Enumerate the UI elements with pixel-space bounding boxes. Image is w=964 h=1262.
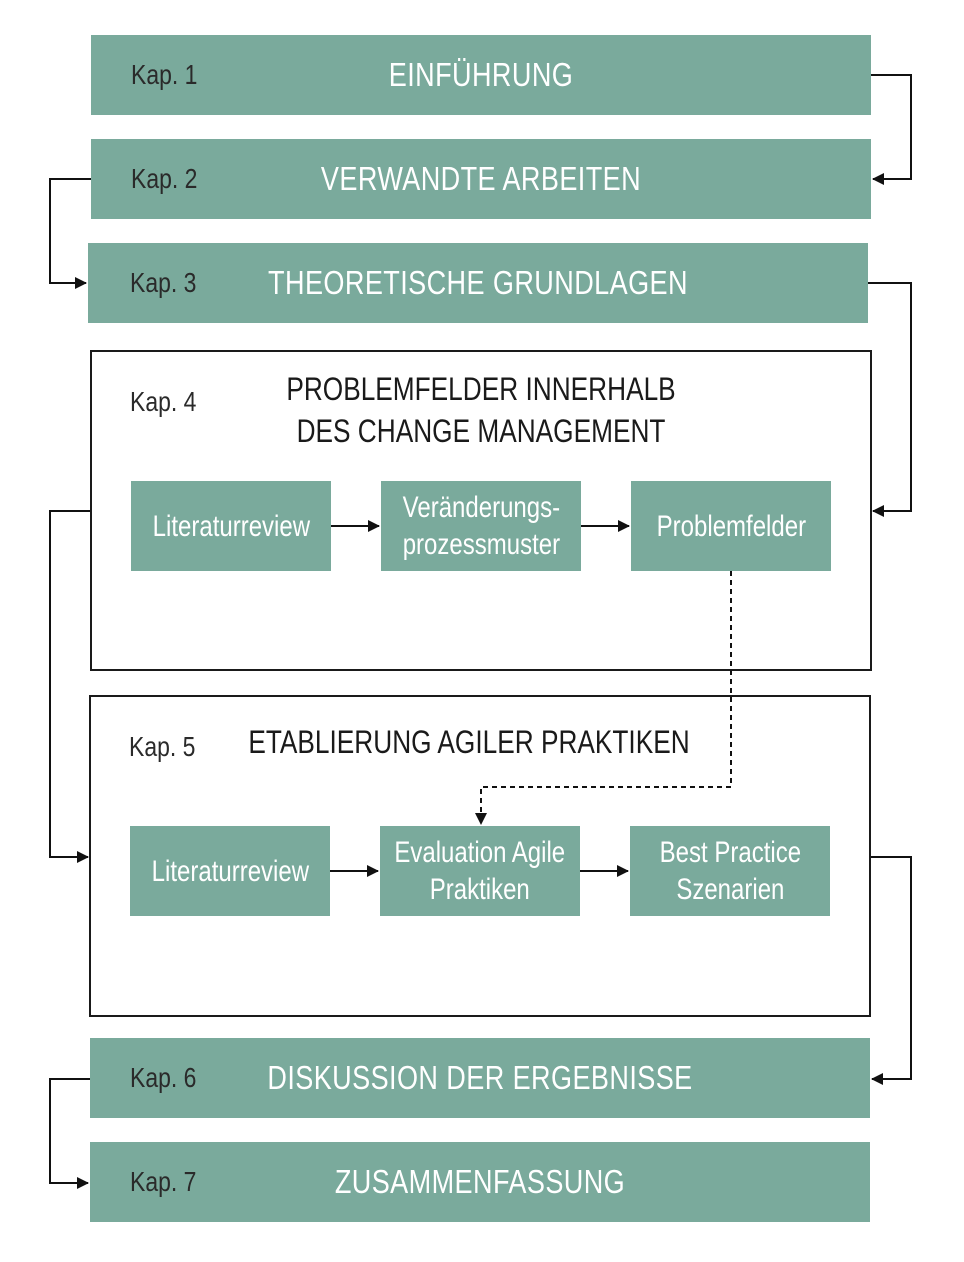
ch4-box-2-line2: prozessmuster [402,528,560,561]
chapter-2-title: VERWANDTE ARBEITEN [320,160,642,197]
arrow-ch5-ch6 [871,856,912,1085]
chapter-6-title: DISKUSSION DER ERGEBNISSE [267,1059,693,1096]
ch5-box-3-line1: Best Practice [659,836,801,869]
chapter-7-band: Kap. 7 ZUSAMMENFASSUNG [90,1142,870,1222]
arrow-ch6-ch7 [49,1078,90,1189]
ch4-box-veraenderungsprozessmuster: Veränderungs-prozessmuster [381,481,581,571]
ch5-box-3-line2: Szenarien [675,873,785,906]
ch4-box-problemfelder: Problemfelder [631,481,831,571]
chapter-1-label: Kap. 1 [131,59,198,90]
ch5-box-1-line1: Literaturreview [151,854,309,888]
chapter-7-label: Kap. 7 [130,1166,197,1197]
arrow-dashed-problemfelder-evaluation [475,571,732,825]
chapter-4-title-line1: PROBLEMFELDER INNERHALB [286,371,676,407]
ch5-box-2-line1: Evaluation Agile [394,836,566,869]
chapter-2-label: Kap. 2 [131,163,198,194]
chapter-3-title: THEORETISCHE GRUNDLAGEN [268,264,688,301]
chapter-1-title: EINFÜHRUNG [388,56,574,93]
ch5-box-literaturreview: Literaturreview [130,826,330,916]
ch4-box-3-line1: Problemfelder [656,509,806,543]
ch4-box-2-line1: Veränderungs- [402,491,560,524]
arrow-ch4-ch5 [49,510,90,863]
ch4-box-1-line1: Literaturreview [152,509,310,543]
arrow-ch2-ch3 [49,178,91,289]
chapter-4-label: Kap. 4 [130,386,197,417]
chapter-6-band: Kap. 6 DISKUSSION DER ERGEBNISSE [90,1038,870,1118]
chapter-5-title: ETABLIERUNG AGILER PRAKTIKEN [248,724,690,760]
chapter-4-title-line2: DES CHANGE MANAGEMENT [296,413,666,449]
chapter-3-band: Kap. 3 THEORETISCHE GRUNDLAGEN [88,243,868,323]
chapter-6-label: Kap. 6 [130,1062,197,1093]
chapter-2-band: Kap. 2 VERWANDTE ARBEITEN [91,139,871,219]
arrow-ch1-ch2 [871,74,912,185]
ch5-box-2-line2: Praktiken [429,873,531,906]
chapter-5-label: Kap. 5 [129,731,196,762]
chapter-7-title: ZUSAMMENFASSUNG [334,1163,626,1200]
chapter-3-label: Kap. 3 [130,267,197,298]
ch4-box-literaturreview: Literaturreview [131,481,331,571]
chapter-1-band: Kap. 1 EINFÜHRUNG [91,35,871,115]
chapter-4-title: PROBLEMFELDER INNERHALB DES CHANGE MANAG… [162,368,800,452]
arrow-ch3-ch4 [868,282,912,517]
